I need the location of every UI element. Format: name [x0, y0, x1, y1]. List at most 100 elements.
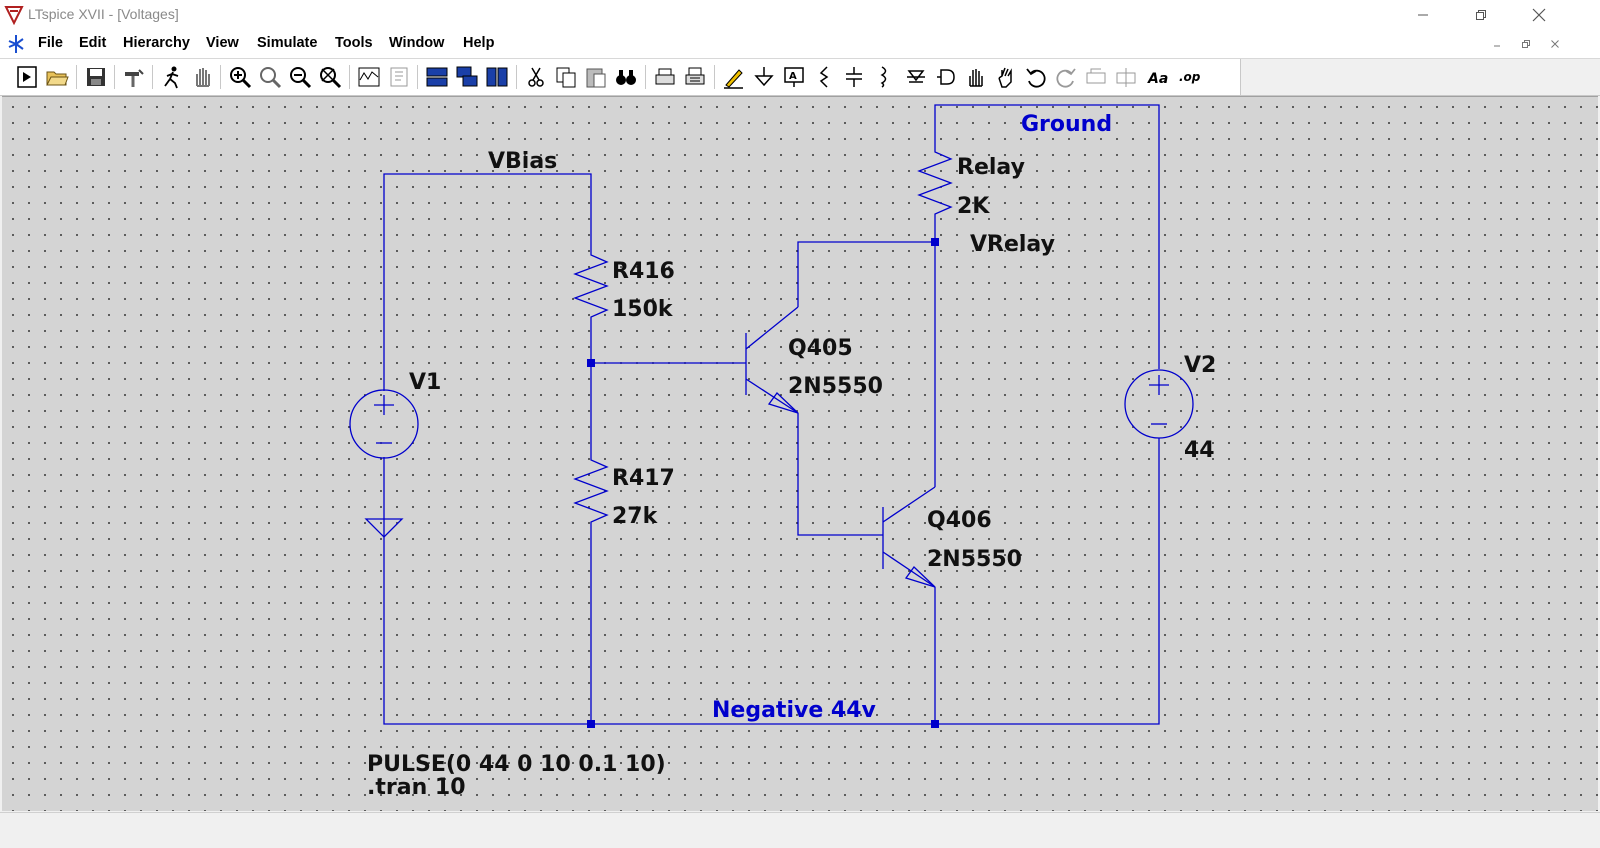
- wire[interactable]: [934, 104, 1160, 369]
- label-r417-value[interactable]: 27k: [612, 504, 659, 529]
- spice-directive-icon[interactable]: .op: [1177, 64, 1203, 90]
- ltspice-app-icon[interactable]: [4, 5, 24, 25]
- label-q406-name[interactable]: Q406: [927, 508, 992, 533]
- menu-view[interactable]: View: [206, 35, 239, 51]
- save-icon[interactable]: [83, 64, 109, 90]
- print-preview-icon[interactable]: [682, 64, 708, 90]
- directive-tran[interactable]: .tran 10: [367, 775, 466, 800]
- toolbar-separator: [714, 65, 715, 89]
- status-bar: [0, 812, 1600, 848]
- tile-vertical-icon[interactable]: [484, 64, 510, 90]
- menu-simulate[interactable]: Simulate: [257, 35, 318, 51]
- toolbar-separator: [417, 65, 418, 89]
- net-label-ground[interactable]: Ground: [1021, 112, 1112, 137]
- mirror-icon[interactable]: [1113, 64, 1139, 90]
- label-v2-value[interactable]: 44: [1184, 438, 1215, 463]
- label-net-icon[interactable]: A: [781, 64, 807, 90]
- label-q406-value[interactable]: 2N5550: [927, 547, 1022, 572]
- transistor-q405[interactable]: [745, 306, 799, 414]
- open-folder-icon[interactable]: [44, 64, 70, 90]
- zoom-out-icon[interactable]: [287, 64, 313, 90]
- redo-icon[interactable]: [1053, 64, 1079, 90]
- label-q405-value[interactable]: 2N5550: [788, 374, 883, 399]
- restore-button[interactable]: [1452, 0, 1510, 30]
- place-component-icon[interactable]: [933, 64, 959, 90]
- document-minimize-button[interactable]: [1486, 35, 1508, 53]
- transistor-q406[interactable]: [882, 486, 936, 588]
- label-v1-name[interactable]: V1: [409, 370, 441, 395]
- document-system-icon[interactable]: [5, 33, 27, 55]
- copy-icon[interactable]: [553, 64, 579, 90]
- menu-tools[interactable]: Tools: [335, 35, 373, 51]
- close-icon: [1551, 40, 1559, 48]
- label-r416-name[interactable]: R416: [612, 259, 675, 284]
- control-panel-hammer-icon[interactable]: [121, 64, 147, 90]
- symbol-editor-icon[interactable]: [386, 64, 412, 90]
- halt-hand-icon[interactable]: [189, 64, 215, 90]
- resistor-r416[interactable]: [573, 252, 609, 323]
- place-ground-icon[interactable]: [751, 64, 777, 90]
- schematic-drawing: VBias Ground VRelay Negative 44v R416 15…: [349, 104, 1216, 800]
- place-capacitor-icon[interactable]: [841, 64, 867, 90]
- new-schematic-icon[interactable]: [14, 64, 40, 90]
- find-binoculars-icon[interactable]: [613, 64, 639, 90]
- menu-help[interactable]: Help: [463, 35, 495, 51]
- pan-icon[interactable]: [257, 64, 283, 90]
- svg-text:Aa: Aa: [1147, 71, 1168, 87]
- rotate-icon[interactable]: [1083, 64, 1109, 90]
- label-r417-name[interactable]: R417: [612, 466, 675, 491]
- waveform-icon[interactable]: [356, 64, 382, 90]
- restore-icon: [1476, 10, 1486, 20]
- draw-wire-pencil-icon[interactable]: [721, 64, 747, 90]
- place-resistor-icon[interactable]: [811, 64, 837, 90]
- wire[interactable]: [797, 241, 935, 307]
- wire[interactable]: [383, 438, 1160, 725]
- tile-horizontal-icon[interactable]: [424, 64, 450, 90]
- cascade-windows-icon[interactable]: [454, 64, 480, 90]
- place-diode-icon[interactable]: [903, 64, 929, 90]
- document-restore-button[interactable]: [1515, 35, 1537, 53]
- resistor-r417[interactable]: [573, 457, 609, 526]
- net-label-vbias[interactable]: VBias: [488, 149, 557, 174]
- toolbar-separator: [349, 65, 350, 89]
- undo-icon[interactable]: [1023, 64, 1049, 90]
- print-icon[interactable]: [652, 64, 678, 90]
- minimize-button[interactable]: [1394, 0, 1452, 30]
- zoom-fit-icon[interactable]: [317, 64, 343, 90]
- move-hand-icon[interactable]: [963, 64, 989, 90]
- svg-text:A: A: [789, 71, 797, 82]
- label-v2-name[interactable]: V2: [1184, 353, 1216, 378]
- minimize-icon: [1494, 45, 1500, 47]
- drag-hand-icon[interactable]: [993, 64, 1019, 90]
- label-relay-value[interactable]: 2K: [957, 194, 990, 219]
- wire[interactable]: [797, 413, 883, 536]
- net-label-negative-44v[interactable]: Negative 44v: [712, 698, 877, 723]
- paste-icon[interactable]: [583, 64, 609, 90]
- wire[interactable]: [383, 173, 592, 391]
- document-close-button[interactable]: [1544, 35, 1566, 53]
- net-label-vrelay[interactable]: VRelay: [970, 232, 1055, 257]
- voltage-source-v2[interactable]: [1124, 369, 1194, 439]
- menu-window[interactable]: Window: [389, 35, 445, 51]
- toolbar-strip: A Aa .op: [0, 59, 1241, 95]
- run-simulation-icon[interactable]: [159, 64, 185, 90]
- junction-dot: [587, 720, 595, 728]
- menu-bar: File Edit Hierarchy View Simulate Tools …: [0, 30, 1600, 58]
- place-inductor-icon[interactable]: [871, 64, 897, 90]
- label-r416-value[interactable]: 150k: [612, 297, 674, 322]
- menu-file[interactable]: File: [38, 35, 63, 51]
- directive-pulse[interactable]: PULSE(0 44 0 10 0.1 10): [367, 752, 666, 777]
- close-button[interactable]: [1510, 0, 1568, 30]
- cut-scissors-icon[interactable]: [523, 64, 549, 90]
- schematic-canvas[interactable]: VBias Ground VRelay Negative 44v R416 15…: [2, 96, 1598, 811]
- menu-hierarchy[interactable]: Hierarchy: [123, 35, 190, 51]
- label-q405-name[interactable]: Q405: [788, 336, 853, 361]
- toolbar-separator: [516, 65, 517, 89]
- label-relay-name[interactable]: Relay: [957, 155, 1025, 180]
- text-icon[interactable]: Aa: [1145, 64, 1171, 90]
- zoom-in-icon[interactable]: [227, 64, 253, 90]
- menu-edit[interactable]: Edit: [79, 35, 107, 51]
- voltage-source-v1[interactable]: [349, 389, 419, 459]
- ground-symbol[interactable]: [364, 518, 404, 538]
- resistor-relay[interactable]: [917, 149, 953, 220]
